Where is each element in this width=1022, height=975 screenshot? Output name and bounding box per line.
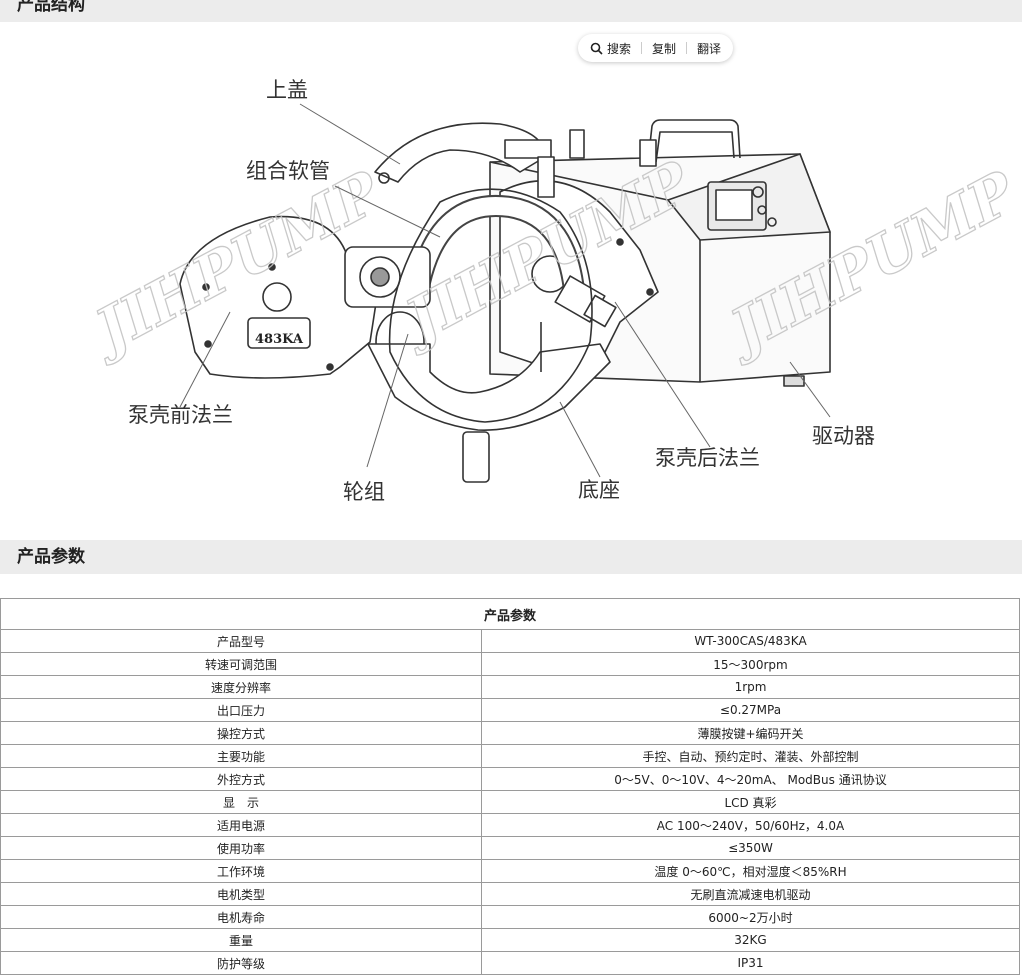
table-header: 产品参数 [0,598,1020,630]
param-label: 重量 [0,928,482,952]
front-flange [179,215,381,379]
param-value: LCD 真彩 [481,790,1020,814]
pump-exploded-drawing: JIHPUMP JIHPUMP JIHPUMP 483KA [75,103,1022,483]
param-label: 转速可调范围 [0,652,482,676]
translate-label: 翻译 [697,41,722,56]
param-value: 温度 0～60℃，相对湿度＜85%RH [481,859,1020,883]
param-label: 电机类型 [0,882,482,906]
section-title-params: 产品参数 [0,540,1022,574]
copy-label: 复制 [652,41,677,56]
product-structure-figure: JIHPUMP JIHPUMP JIHPUMP 483KA 上盖 组合软管 泵壳… [0,22,1022,540]
table-row: 电机类型无刷直流减速电机驱动 [0,882,1020,906]
param-value: ≤350W [481,836,1020,860]
param-label: 操控方式 [0,721,482,745]
callout-roller: 轮组 [343,480,385,504]
param-value: 手控、自动、预约定时、灌装、外部控制 [481,744,1020,768]
param-value: 1rpm [481,675,1020,699]
section-title-structure: 产品结构 [0,0,1022,22]
search-icon [590,42,603,55]
param-label: 电机寿命 [0,905,482,929]
table-row: 主要功能手控、自动、预约定时、灌装、外部控制 [0,744,1020,768]
param-label: 使用功率 [0,836,482,860]
param-value: 0～5V、0～10V、4～20mA、 ModBus 通讯协议 [481,767,1020,791]
roller-assembly [344,246,431,373]
callout-top-cover: 上盖 [266,78,308,102]
callout-driver: 驱动器 [812,424,875,448]
top-cover [374,122,555,198]
callout-hose: 组合软管 [246,159,330,183]
param-label: 主要功能 [0,744,482,768]
table-row: 操控方式薄膜按键+编码开关 [0,721,1020,745]
toolbar-divider [686,42,688,54]
translate-button[interactable]: 翻译 [695,40,723,57]
table-row: 出口压力≤0.27MPa [0,698,1020,722]
base [367,188,611,483]
callout-front-flange: 泵壳前法兰 [128,403,233,427]
param-value: AC 100～240V，50/60Hz，4.0A [481,813,1020,837]
param-value: IP31 [481,951,1020,975]
param-label: 显 示 [0,790,482,814]
param-label: 防护等级 [0,951,482,975]
param-value: 薄膜按键+编码开关 [481,721,1020,745]
toolbar-divider [641,42,643,54]
table-row: 工作环境温度 0～60℃，相对湿度＜85%RH [0,859,1020,883]
param-value: 6000~2万小时 [481,905,1020,929]
param-label: 外控方式 [0,767,482,791]
param-value: 15～300rpm [481,652,1020,676]
param-value: 无刷直流减速电机驱动 [481,882,1020,906]
table-row: 使用功率≤350W [0,836,1020,860]
copy-button[interactable]: 复制 [650,40,678,57]
param-label: 出口压力 [0,698,482,722]
param-label: 产品型号 [0,629,482,653]
param-value: ≤0.27MPa [481,698,1020,722]
callout-base: 底座 [578,478,620,502]
table-header-row: 产品参数 [0,598,1020,630]
selection-toolbar: 搜索 复制 翻译 [578,34,734,62]
param-value: 32KG [481,928,1020,952]
nameplate-text: 483KA [255,332,304,347]
param-value: WT-300CAS/483KA [481,629,1020,653]
callout-rear-flange: 泵壳后法兰 [655,446,760,470]
param-label: 速度分辨率 [0,675,482,699]
param-label: 适用电源 [0,813,482,837]
search-button[interactable]: 搜索 [588,40,633,57]
param-label: 工作环境 [0,859,482,883]
search-label: 搜索 [607,41,632,56]
